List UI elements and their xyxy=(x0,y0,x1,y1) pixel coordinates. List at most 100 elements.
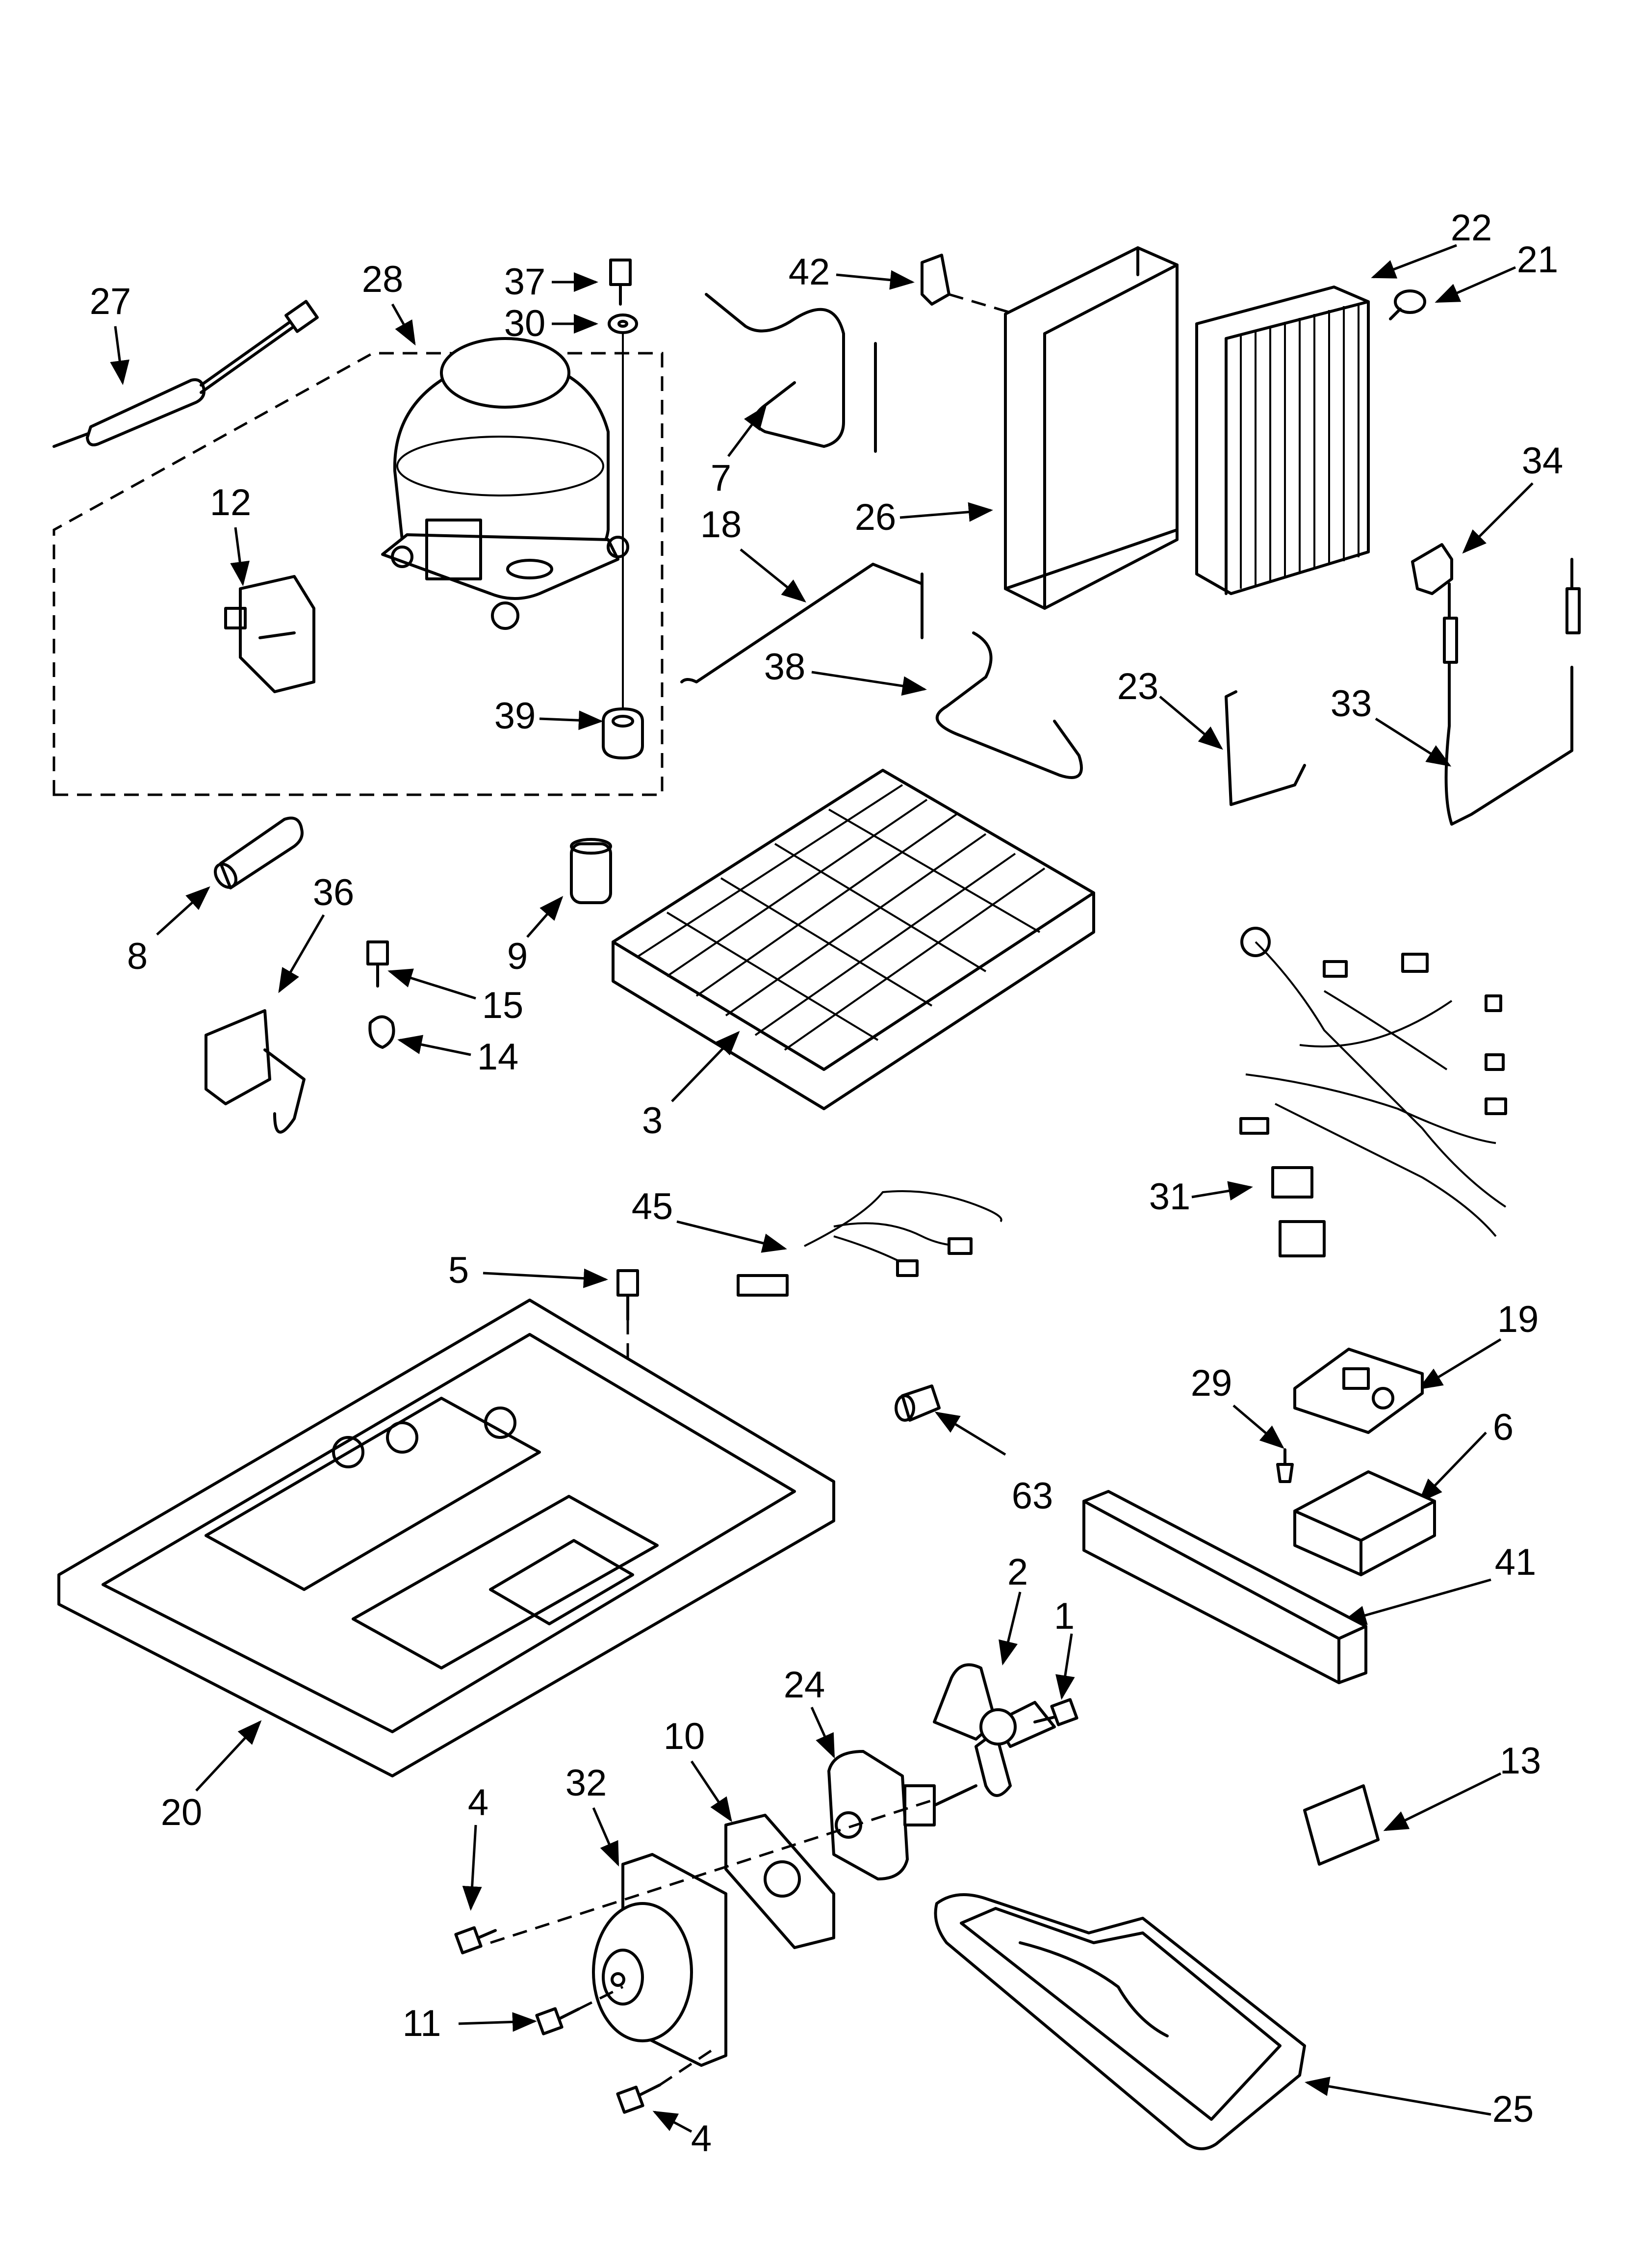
part-12-relay xyxy=(224,575,315,693)
leader-1 xyxy=(1055,1633,1075,1700)
screw-11-axis xyxy=(578,1985,624,2010)
part-31-wire-harness xyxy=(1239,927,1507,1257)
leader-45 xyxy=(676,1220,787,1253)
leader-arrows xyxy=(110,244,1534,2133)
callout-19: 19 xyxy=(1497,1299,1539,1340)
callout-1: 1 xyxy=(1054,1595,1075,1637)
leader-20 xyxy=(195,1720,262,1792)
part-8-insulation-tube xyxy=(214,816,304,889)
leader-32 xyxy=(592,1807,619,1867)
callout-37: 37 xyxy=(504,261,546,303)
leader-24 xyxy=(810,1706,835,1759)
callout-12: 12 xyxy=(210,482,252,523)
leader-8 xyxy=(156,886,210,936)
callout-15: 15 xyxy=(482,985,524,1026)
callout-34: 34 xyxy=(1522,440,1564,482)
callout-29: 29 xyxy=(1191,1362,1232,1404)
callout-39: 39 xyxy=(494,695,536,737)
leader-31 xyxy=(1191,1181,1253,1201)
leader-9 xyxy=(526,896,564,938)
part-18-heater-wire xyxy=(680,563,924,683)
leader-63 xyxy=(934,1411,1006,1456)
callout-36: 36 xyxy=(313,872,355,913)
leader-27 xyxy=(110,326,130,385)
leader-36 xyxy=(278,914,325,993)
callout-23: 23 xyxy=(1117,666,1159,707)
part-42-clip xyxy=(921,254,950,306)
leader-12 xyxy=(230,527,250,586)
fan-assembly-axis xyxy=(490,1799,932,1944)
part-33-tube-assembly xyxy=(1443,558,1581,826)
callout-13: 13 xyxy=(1500,1740,1541,1782)
leader-28 xyxy=(391,303,416,346)
part-4-screw-lower xyxy=(616,2084,661,2114)
callout-7: 7 xyxy=(711,457,731,499)
part-4-screw-upper xyxy=(454,1926,497,1955)
callout-9: 9 xyxy=(507,936,528,977)
part-10-gasket xyxy=(724,1814,835,1949)
part-19-control-board xyxy=(1293,1348,1424,1434)
callout-33: 33 xyxy=(1331,683,1372,725)
part-29-thermistor xyxy=(1276,1448,1294,1483)
part-22-condenser xyxy=(1195,286,1370,595)
leader-11 xyxy=(458,2012,537,2032)
leader-6 xyxy=(1418,1432,1487,1503)
part-23-bracket xyxy=(1225,690,1306,806)
part-3-evaporator-coil xyxy=(612,769,1095,1110)
part-14-clamp xyxy=(368,1015,395,1049)
callout-20: 20 xyxy=(161,1792,203,1833)
part-compressor xyxy=(381,337,629,630)
leader-18 xyxy=(740,548,806,603)
callout-28: 28 xyxy=(362,259,404,300)
callout-14: 14 xyxy=(477,1036,519,1078)
callout-11: 11 xyxy=(403,2003,441,2044)
callout-32: 32 xyxy=(565,1762,607,1804)
callout-38: 38 xyxy=(764,646,806,688)
part-7-tube xyxy=(705,293,845,448)
part-15-screw xyxy=(366,940,389,988)
part-45-wire-harness xyxy=(737,1190,1002,1297)
leader-19 xyxy=(1417,1338,1502,1390)
callout-6: 6 xyxy=(1493,1407,1514,1448)
part-9-capacitor xyxy=(570,838,612,904)
leader-22 xyxy=(1371,244,1457,279)
part-1-screw xyxy=(1033,1698,1078,1726)
leader-10 xyxy=(690,1760,732,1823)
callout-41: 41 xyxy=(1495,1541,1537,1583)
clip-42-axis xyxy=(949,293,1016,315)
leader-15 xyxy=(387,968,476,1000)
part-13-filter-pad xyxy=(1303,1784,1380,1866)
callout-26: 26 xyxy=(855,496,897,538)
callout-2: 2 xyxy=(1007,1551,1028,1593)
part-32-fan-shroud xyxy=(592,1853,727,2067)
callout-5: 5 xyxy=(448,1250,469,1291)
leader-5 xyxy=(483,1268,608,1288)
leader-34 xyxy=(1462,482,1534,554)
leader-2 xyxy=(999,1591,1022,1666)
part-36-transformer xyxy=(205,1009,306,1134)
part-2-fan-blade xyxy=(933,1663,1056,1797)
part-25-drain-pan xyxy=(934,1893,1306,2150)
part-41-insulation-strip xyxy=(1082,1490,1367,1684)
callout-4a: 4 xyxy=(468,1782,488,1824)
leader-14 xyxy=(397,1035,471,1056)
leader-3 xyxy=(671,1031,740,1102)
part-20-base-pan xyxy=(57,1299,835,1777)
part-27-drier xyxy=(52,300,319,448)
callout-42: 42 xyxy=(789,251,830,293)
callout-31: 31 xyxy=(1149,1176,1191,1218)
leader-4b xyxy=(652,2111,693,2133)
leader-42 xyxy=(836,270,915,290)
leader-23 xyxy=(1159,696,1223,750)
part-63-connector xyxy=(895,1384,941,1422)
part-38-drain-hose xyxy=(935,631,1083,779)
part-21-screw xyxy=(1389,289,1426,320)
callout-22: 22 xyxy=(1451,207,1492,249)
part-6-cover-box xyxy=(1293,1470,1436,1576)
callout-63: 63 xyxy=(1012,1475,1053,1517)
leader-7 xyxy=(727,405,767,457)
leader-25 xyxy=(1305,2076,1491,2116)
callout-24: 24 xyxy=(784,1664,825,1706)
part-34-clip xyxy=(1411,543,1453,595)
